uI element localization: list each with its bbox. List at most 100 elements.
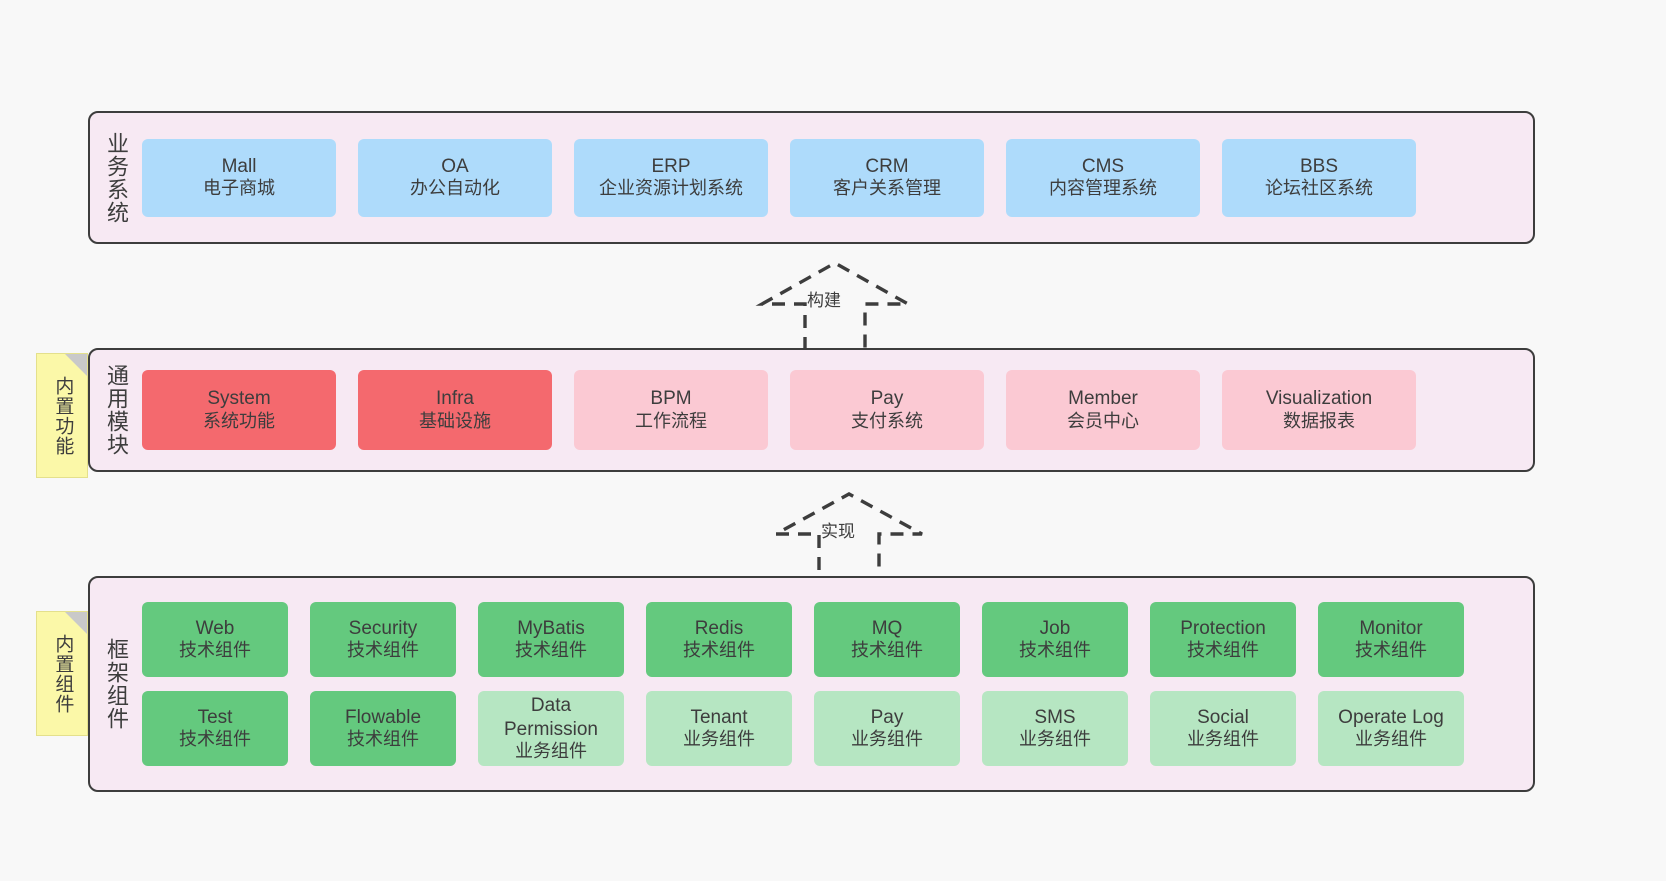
card-title-cn: 技术组件 (851, 640, 923, 661)
card-title-cn: 技术组件 (683, 640, 755, 661)
card-title-cn: 办公自动化 (410, 178, 500, 199)
card-title-cn: 业务组件 (1187, 729, 1259, 750)
module-card-visualization[interactable]: Visualization 数据报表 (1222, 370, 1416, 450)
module-card-member[interactable]: Member 会员中心 (1006, 370, 1200, 450)
business-card-bbs[interactable]: BBS 论坛社区系统 (1222, 138, 1416, 217)
framework-card-social[interactable]: Social 业务组件 (1150, 691, 1296, 766)
sticky-fold-corner-icon (65, 354, 87, 376)
framework-card-job[interactable]: Job 技术组件 (982, 602, 1128, 677)
business-card-mall[interactable]: Mall 电子商城 (142, 138, 336, 217)
card-title-en: Monitor (1359, 617, 1423, 639)
framework-card-test[interactable]: Test 技术组件 (142, 691, 288, 766)
card-title-cn: 技术组件 (1355, 640, 1427, 661)
card-title-cn: 业务组件 (851, 729, 923, 750)
card-title-en: CRM (865, 155, 909, 177)
framework-card-pay[interactable]: Pay 业务组件 (814, 691, 960, 766)
connector-build-label: 构建 (807, 291, 841, 310)
card-title-cn: 内容管理系统 (1049, 178, 1157, 199)
card-title-en: Tenant (690, 706, 748, 728)
card-title-cn: 工作流程 (635, 410, 707, 431)
card-title-en: Member (1068, 388, 1138, 410)
card-title-cn: 系统功能 (203, 410, 275, 431)
card-title-en: System (207, 388, 271, 410)
card-title-en: Infra (435, 388, 475, 410)
sticky-note-builtin-component: 内置组件 (36, 611, 88, 736)
card-title-cn: 技术组件 (1187, 640, 1259, 661)
framework-card-sms[interactable]: SMS 业务组件 (982, 691, 1128, 766)
card-title-en: Visualization (1265, 388, 1373, 410)
card-title-en: Web (195, 617, 235, 639)
card-title-en: Security (348, 617, 418, 639)
module-card-bpm[interactable]: BPM 工作流程 (574, 370, 768, 450)
business-system-layer: 业务系统 Mall 电子商城 OA 办公自动化 ERP 企业资源计划系统 CRM… (88, 111, 1535, 244)
card-title-en: Data Permission (504, 695, 598, 740)
card-title-en: MyBatis (517, 617, 585, 639)
card-title-en: Mall (221, 155, 257, 177)
card-title-cn: 电子商城 (203, 178, 275, 199)
card-title-cn: 技术组件 (347, 640, 419, 661)
card-title-cn: 企业资源计划系统 (599, 178, 743, 199)
module-card-row: System 系统功能 Infra 基础设施 BPM 工作流程 Pay 支付系统… (142, 370, 1519, 450)
framework-card-mq[interactable]: MQ 技术组件 (814, 602, 960, 677)
card-title-en: CMS (1081, 155, 1125, 177)
card-title-en: BPM (650, 388, 692, 410)
framework-card-tenant[interactable]: Tenant 业务组件 (646, 691, 792, 766)
connector-build: 构建 (750, 258, 920, 350)
framework-card-web[interactable]: Web 技术组件 (142, 602, 288, 677)
business-card-crm[interactable]: CRM 客户关系管理 (790, 138, 984, 217)
framework-card-mybatis[interactable]: MyBatis 技术组件 (478, 602, 624, 677)
framework-card-operate-log[interactable]: Operate Log 业务组件 (1318, 691, 1464, 766)
framework-layer-caption: 框架组件 (103, 638, 129, 730)
card-title-en: Test (197, 706, 233, 728)
card-title-cn: 业务组件 (683, 729, 755, 750)
framework-business-row: Test 技术组件 Flowable 技术组件 Data Permission … (142, 691, 1519, 766)
card-title-en: Pay (870, 706, 904, 728)
framework-tech-row: Web 技术组件 Security 技术组件 MyBatis 技术组件 Redi… (142, 602, 1519, 677)
module-card-pay[interactable]: Pay 支付系统 (790, 370, 984, 450)
card-title-cn: 客户关系管理 (833, 178, 941, 199)
framework-card-data-permission[interactable]: Data Permission 业务组件 (478, 691, 624, 766)
framework-card-protection[interactable]: Protection 技术组件 (1150, 602, 1296, 677)
business-layer-caption: 业务系统 (103, 131, 129, 224)
build-arrow-icon (755, 261, 915, 350)
sticky-fold-corner-icon (65, 612, 87, 634)
card-title-en: Job (1039, 617, 1071, 639)
card-title-cn: 技术组件 (179, 729, 251, 750)
card-title-cn: 支付系统 (851, 410, 923, 431)
framework-card-security[interactable]: Security 技术组件 (310, 602, 456, 677)
card-title-cn: 技术组件 (515, 640, 587, 661)
module-layer-body: System 系统功能 Infra 基础设施 BPM 工作流程 Pay 支付系统… (142, 350, 1533, 470)
framework-card-redis[interactable]: Redis 技术组件 (646, 602, 792, 677)
module-layer-caption: 通用模块 (103, 364, 129, 456)
framework-layer-body: Web 技术组件 Security 技术组件 MyBatis 技术组件 Redi… (142, 578, 1533, 790)
card-title-en: OA (441, 155, 469, 177)
card-title-en: MQ (871, 617, 903, 639)
card-title-en: Operate Log (1338, 706, 1444, 728)
card-title-en: Social (1197, 706, 1249, 728)
card-title-en: Redis (694, 617, 744, 639)
connector-implement-label: 实现 (821, 522, 855, 541)
business-card-row: Mall 电子商城 OA 办公自动化 ERP 企业资源计划系统 CRM 客户关系… (142, 138, 1519, 217)
module-card-infra[interactable]: Infra 基础设施 (358, 370, 552, 450)
card-title-en: Pay (870, 388, 904, 410)
card-title-cn: 业务组件 (515, 740, 587, 761)
card-title-cn: 基础设施 (419, 410, 491, 431)
framework-component-layer: 框架组件 Web 技术组件 Security 技术组件 MyBatis 技术组件… (88, 576, 1535, 792)
card-title-en: Protection (1180, 617, 1266, 639)
module-card-system[interactable]: System 系统功能 (142, 370, 336, 450)
card-title-cn: 技术组件 (179, 640, 251, 661)
card-title-cn: 数据报表 (1283, 410, 1355, 431)
sticky-note-builtin-function: 内置功能 (36, 353, 88, 478)
framework-card-monitor[interactable]: Monitor 技术组件 (1318, 602, 1464, 677)
card-title-cn: 会员中心 (1067, 410, 1139, 431)
business-card-oa[interactable]: OA 办公自动化 (358, 138, 552, 217)
sticky-note-label: 内置组件 (52, 633, 74, 714)
card-title-cn: 技术组件 (1019, 640, 1091, 661)
business-layer-body: Mall 电子商城 OA 办公自动化 ERP 企业资源计划系统 CRM 客户关系… (142, 113, 1533, 242)
connector-implement: 实现 (764, 490, 934, 570)
framework-card-flowable[interactable]: Flowable 技术组件 (310, 691, 456, 766)
business-card-cms[interactable]: CMS 内容管理系统 (1006, 138, 1200, 217)
business-card-erp[interactable]: ERP 企业资源计划系统 (574, 138, 768, 217)
card-title-cn: 业务组件 (1019, 729, 1091, 750)
card-title-en: Flowable (344, 706, 422, 728)
